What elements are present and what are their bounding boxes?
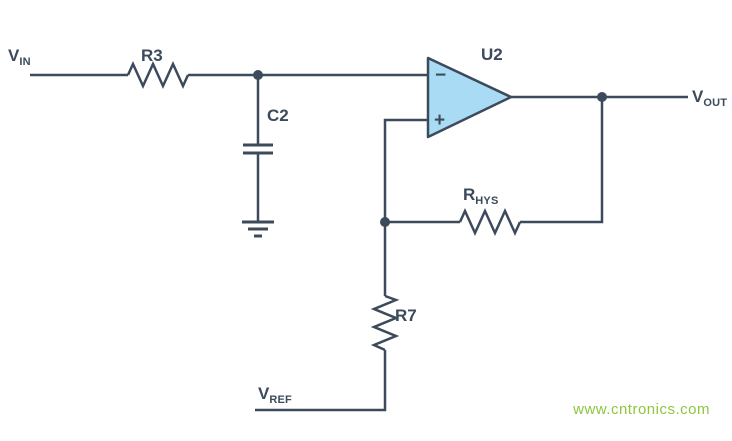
vref-label: VREF	[258, 384, 292, 410]
resistor-r7-symbol	[370, 294, 400, 352]
resistor-r3-symbol	[126, 60, 190, 90]
capacitor-c2-symbol	[243, 143, 273, 155]
noninverting-input-wire	[383, 118, 428, 222]
vref-label-main: V	[258, 384, 270, 403]
vin-label-main: V	[8, 46, 20, 65]
rhys-label-main: R	[463, 185, 476, 204]
rhys-label: RHYS	[463, 185, 499, 211]
vout-label-main: V	[692, 87, 704, 106]
junction-dot-feedback	[380, 217, 390, 227]
r7-label: R7	[395, 306, 417, 325]
vin-label-sub: IN	[19, 56, 31, 68]
r3-label: R3	[141, 46, 163, 65]
resistor-rhys-symbol	[458, 207, 522, 237]
ground-symbol	[242, 220, 274, 238]
vref-wire	[255, 222, 387, 412]
vref-label-sub: REF	[269, 394, 292, 406]
junction-dot-input	[253, 70, 263, 80]
c2-label: C2	[267, 106, 289, 125]
watermark-text: www.cntronics.com	[573, 401, 710, 418]
opamp-plus-sign: +	[434, 110, 446, 131]
vout-label-sub: OUT	[703, 97, 728, 109]
opamp-triangle	[426, 56, 513, 139]
vin-label: VIN	[8, 46, 31, 72]
opamp-minus-sign: −	[435, 65, 447, 86]
rhys-label-sub: HYS	[475, 195, 499, 207]
vout-label: VOUT	[692, 87, 727, 113]
feedback-wire	[385, 97, 604, 224]
junction-dot-output	[597, 92, 607, 102]
u2-label: U2	[481, 45, 503, 64]
